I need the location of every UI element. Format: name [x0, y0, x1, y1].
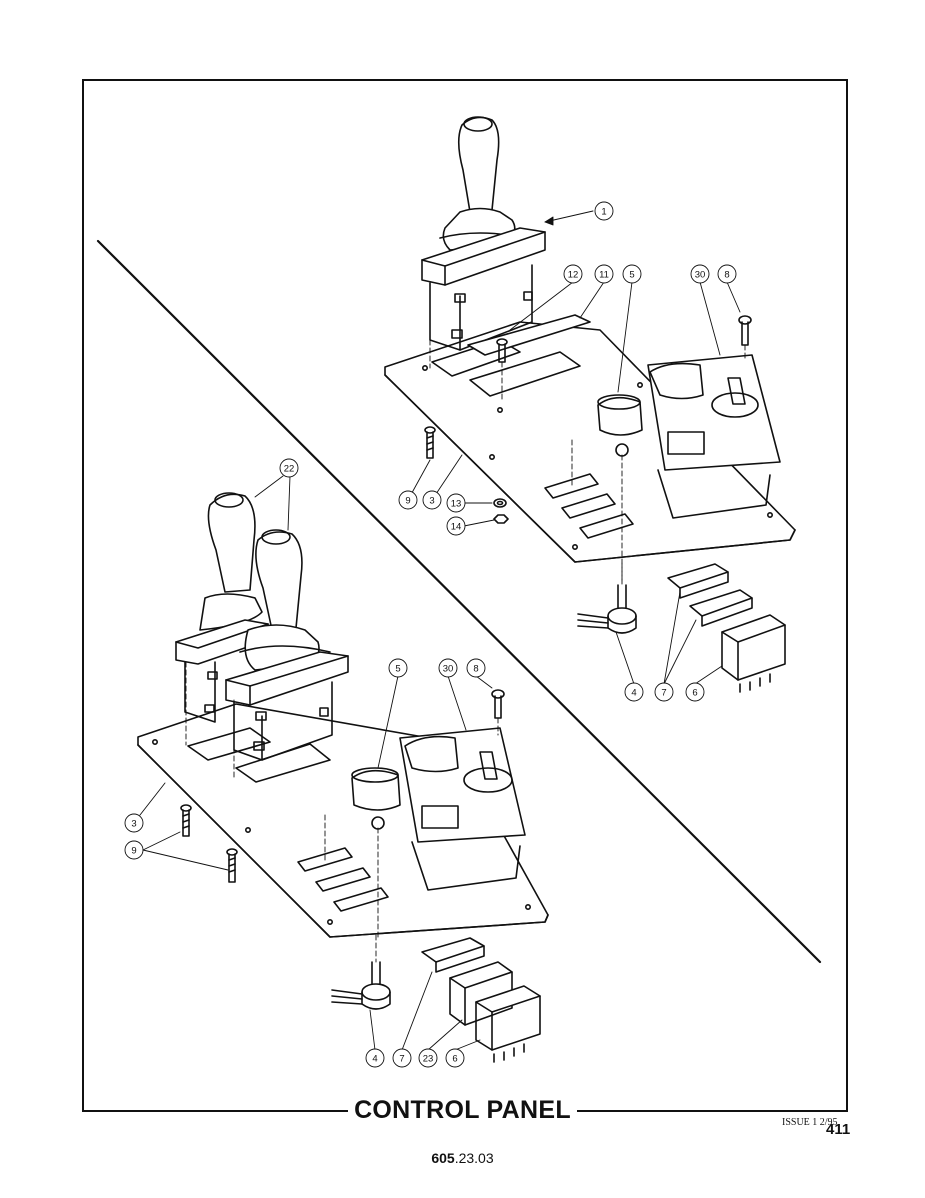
lower-callout-label-6: 6 — [452, 1053, 457, 1064]
upper-callout-label-8: 8 — [724, 269, 729, 280]
lower-callout-label-9: 9 — [131, 845, 136, 856]
upper-callout-label-4: 4 — [631, 687, 636, 698]
lower-callout-circle-22 — [279, 458, 299, 478]
lower-callout-label-22: 22 — [284, 463, 295, 474]
lower-joystick-back — [175, 492, 269, 723]
lower-subpanel-30 — [399, 727, 526, 891]
lower-callout-circle-23 — [418, 1048, 438, 1068]
upper-potentiometer-4 — [577, 584, 637, 634]
upper-callout-label-6: 6 — [692, 687, 697, 698]
lower-callout-circle-6 — [445, 1048, 465, 1068]
upper-callout-label-3: 3 — [429, 495, 434, 506]
upper-callout-circle-11 — [594, 264, 614, 284]
lower-callout-label-7: 7 — [399, 1053, 404, 1064]
lower-callout-label-3: 3 — [131, 818, 136, 829]
lower-callout-circle-7 — [392, 1048, 412, 1068]
upper-screw-8 — [738, 315, 752, 346]
lower-callout-circle-30 — [438, 658, 458, 678]
lower-callout-label-5: 5 — [395, 663, 400, 674]
lower-switch-6 — [475, 985, 541, 1063]
title-bar: CONTROL PANEL — [0, 1096, 925, 1125]
upper-callout-label-13: 13 — [451, 498, 462, 509]
lower-joystick-front — [225, 529, 349, 761]
upper-callout-label-1: 1 — [601, 206, 606, 217]
upper-callout-label-9: 9 — [405, 495, 410, 506]
drawing-title: CONTROL PANEL — [348, 1096, 577, 1125]
upper-callout-label-14: 14 — [451, 521, 462, 532]
lower-callout-label-4: 4 — [372, 1053, 377, 1064]
lower-screw-9b — [226, 848, 238, 883]
upper-callout-circle-5 — [622, 264, 642, 284]
upper-callout-circle-12 — [563, 264, 583, 284]
lower-screw-8 — [491, 689, 505, 719]
upper-callout-circle-4 — [624, 682, 644, 702]
upper-callout-circle-30 — [690, 264, 710, 284]
upper-callout-circle-3 — [422, 490, 442, 510]
upper-callout-circle-1 — [594, 201, 614, 221]
upper-screw-9 — [424, 426, 436, 459]
lower-callout-label-30: 30 — [443, 663, 454, 674]
document-number-rest: .23.03 — [454, 1150, 494, 1166]
upper-knob-5 — [597, 394, 643, 436]
lower-screw-9a — [180, 804, 192, 837]
lower-callout-circle-4 — [365, 1048, 385, 1068]
issue-label: ISSUE 1 2/95 — [782, 1117, 838, 1128]
upper-callout-circle-6 — [685, 682, 705, 702]
lower-callout-circle-3 — [124, 813, 144, 833]
upper-callout-label-12: 12 — [568, 269, 579, 280]
lower-callout-circle-8 — [466, 658, 486, 678]
lower-callout-label-23: 23 — [423, 1053, 434, 1064]
page-number: 411 — [826, 1121, 851, 1138]
upper-callout-circle-8 — [717, 264, 737, 284]
document-number: 605.23.03 — [0, 1150, 925, 1166]
upper-callout-circle-7 — [654, 682, 674, 702]
lower-potentiometer-4 — [331, 961, 391, 1010]
upper-callout-label-5: 5 — [629, 269, 634, 280]
upper-callout-circle-13 — [446, 493, 466, 513]
lower-callout-circle-9 — [124, 840, 144, 860]
upper-assembly — [384, 116, 796, 693]
lower-assembly — [137, 475, 549, 1063]
upper-callout-label-7: 7 — [661, 687, 666, 698]
upper-subpanel-30 — [647, 354, 781, 519]
upper-callout-circle-14 — [446, 516, 466, 536]
upper-joystick — [421, 116, 546, 351]
upper-switch-6 — [721, 614, 786, 693]
lower-knob-5 — [351, 767, 401, 811]
lower-callout-circle-5 — [388, 658, 408, 678]
upper-callout-label-30: 30 — [695, 269, 706, 280]
separator-line — [96, 239, 822, 964]
lower-callout-label-8: 8 — [473, 663, 478, 674]
upper-callout-circle-9 — [398, 490, 418, 510]
upper-callout-label-11: 11 — [599, 269, 609, 280]
document-number-bold: 605 — [431, 1150, 455, 1166]
